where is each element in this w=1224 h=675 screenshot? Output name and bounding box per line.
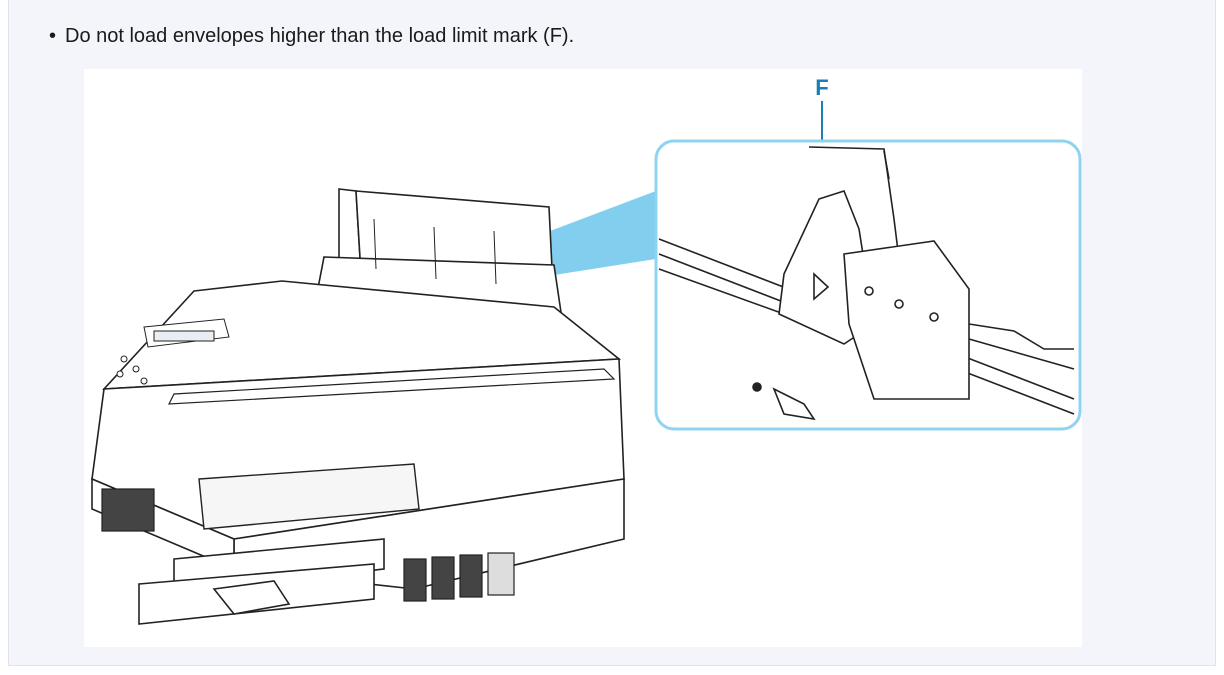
operation-panel xyxy=(116,318,230,385)
paper-support-lines xyxy=(373,218,497,285)
paper-output-slot xyxy=(198,463,420,530)
note-sentence: Do not load envelopes higher than the lo… xyxy=(65,25,575,47)
bullet: • xyxy=(49,25,57,47)
printer-illustration: F xyxy=(84,69,1082,647)
callout-label-f: F xyxy=(815,75,828,100)
note-text: • Do not load envelopes higher than the … xyxy=(49,24,575,48)
ink-tanks xyxy=(101,488,515,602)
output-tray xyxy=(138,538,385,625)
scanner-lid-edge xyxy=(168,368,616,405)
printer-diagram: F xyxy=(91,75,1082,625)
zoom-frame xyxy=(654,139,1082,431)
note-box: • Do not load envelopes higher than the … xyxy=(8,0,1216,666)
